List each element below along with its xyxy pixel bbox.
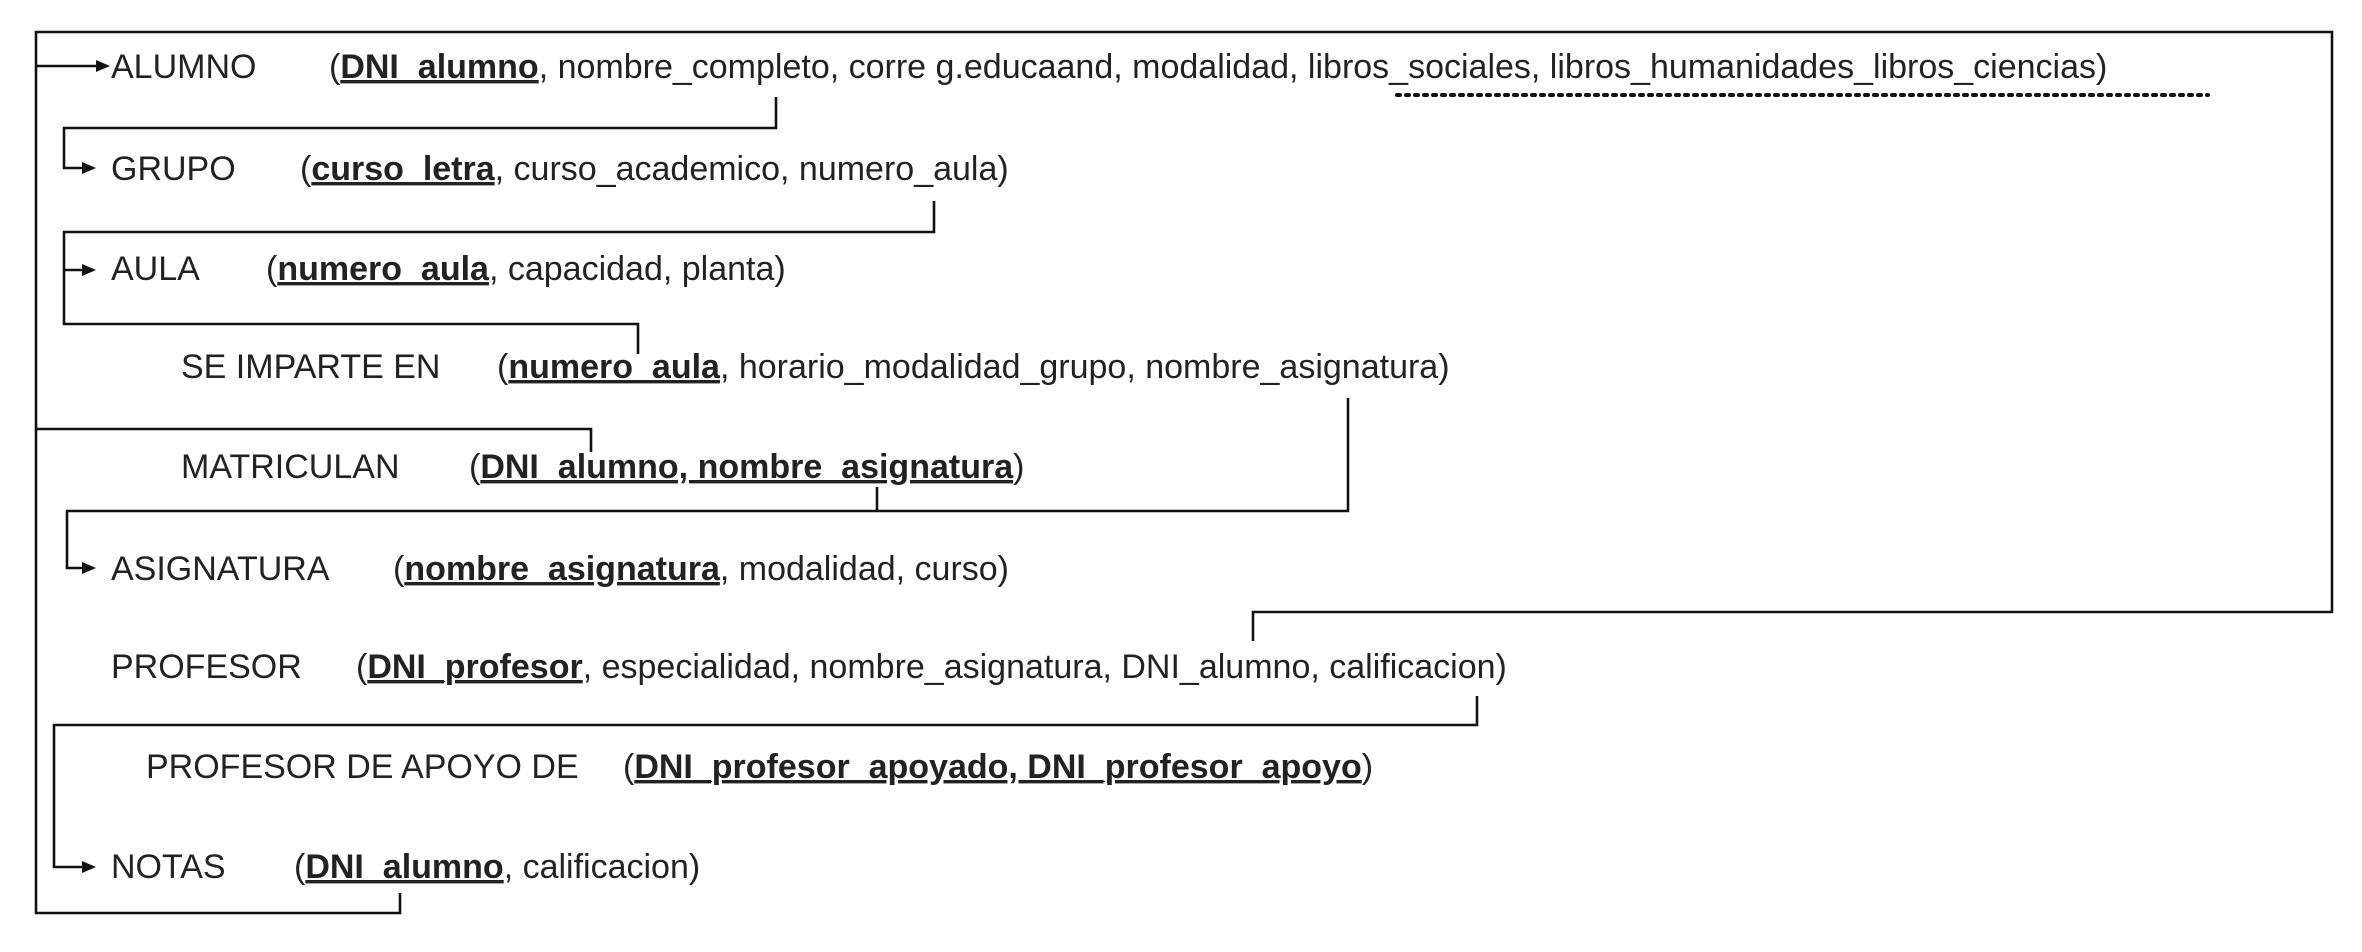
primary-key: DNI_alumno, nombre_asignatura	[480, 448, 1014, 486]
connector-profesor-notas	[52, 696, 1479, 869]
attribute-list-asignatura: (nombre_asignatura, modalidad, curso)	[393, 550, 1009, 588]
attribute-list-matriculan: (DNI_alumno, nombre_asignatura)	[469, 448, 1024, 486]
attribute-list-profesor: (DNI_profesor, especialidad, nombre_asig…	[356, 648, 1507, 686]
close-paren: )	[774, 250, 785, 288]
open-paren: (	[300, 150, 312, 188]
relation-name-asignatura: ASIGNATURA	[111, 550, 330, 588]
primary-key: numero_aula	[508, 348, 721, 386]
close-paren: )	[689, 848, 700, 886]
arrowhead-alumno	[96, 60, 110, 72]
primary-key: curso_letra	[311, 150, 495, 188]
arrowhead-asignatura	[82, 562, 96, 574]
relation-name-se-imparte-en: SE IMPARTE EN	[181, 348, 440, 386]
open-paren: (	[469, 448, 481, 486]
multivalued-attribute: libros_sociales, libros_humanidades_libr…	[1308, 48, 2096, 86]
open-paren: (	[497, 348, 509, 386]
primary-key: numero_aula	[277, 250, 490, 288]
attribute-list-se-imparte-en: (numero_aula, horario_modalidad_grupo, n…	[497, 348, 1450, 386]
connector-profesor-alumno	[34, 30, 2334, 915]
attribute: , curso_academico, numero_aula	[495, 150, 998, 188]
open-paren: (	[266, 250, 278, 288]
primary-key: DNI_alumno	[305, 848, 503, 886]
attribute: , horario_modalidad_grupo, nombre_asigna…	[720, 348, 1438, 386]
primary-key: DNI_alumno	[340, 48, 538, 86]
connector-matriculan-alumno	[36, 427, 593, 452]
open-paren: (	[623, 748, 635, 786]
primary-key: DNI_profesor_apoyado, DNI_profesor_apoyo	[634, 748, 1361, 786]
relation-names: ALUMNO GRUPO AULA SE IMPARTE EN MATRICUL…	[111, 48, 579, 886]
relation-name-profesor-de-apoyo-de: PROFESOR DE APOYO DE	[146, 748, 579, 786]
connectors	[34, 30, 2334, 915]
close-paren: )	[998, 550, 1009, 588]
attribute: , nombre_completo, corre g.educaand, mod…	[539, 48, 1308, 86]
attribute: , modalidad, curso	[720, 550, 998, 588]
close-paren: )	[1013, 448, 1024, 486]
arrowheads	[82, 60, 110, 873]
relation-name-alumno: ALUMNO	[111, 48, 256, 86]
close-paren: )	[1496, 648, 1507, 686]
open-paren: (	[329, 48, 341, 86]
attribute-list-grupo: (curso_letra, curso_academico, numero_au…	[300, 150, 1009, 188]
close-paren: )	[1362, 748, 1373, 786]
open-paren: (	[393, 550, 405, 588]
attribute: , especialidad, nombre_asignatura, DNI_a…	[583, 648, 1496, 686]
attribute: , calificacion	[504, 848, 689, 886]
arrowhead-aula	[82, 264, 96, 276]
primary-key: nombre_asignatura	[404, 550, 721, 588]
connector-asignatura	[65, 398, 1350, 570]
attribute-list-notas: (DNI_alumno, calificacion)	[294, 848, 700, 886]
attribute: , capacidad, planta	[489, 250, 775, 288]
relation-name-aula: AULA	[111, 250, 200, 288]
close-paren: )	[1438, 348, 1449, 386]
attribute-list-aula: (numero_aula, capacidad, planta)	[266, 250, 786, 288]
primary-key: DNI_profesor	[367, 648, 582, 686]
attribute-lists: (DNI_alumno, nombre_completo, corre g.ed…	[266, 48, 2107, 886]
relation-name-grupo: GRUPO	[111, 150, 236, 188]
attribute-list-profesor-de-apoyo-de: (DNI_profesor_apoyado, DNI_profesor_apoy…	[623, 748, 1373, 786]
open-paren: (	[356, 648, 368, 686]
connector-alumno-grupo	[62, 97, 778, 170]
relation-name-matriculan: MATRICULAN	[181, 448, 400, 486]
arrowhead-grupo	[82, 162, 96, 174]
close-paren: )	[2096, 48, 2107, 86]
attribute-list-alumno: (DNI_alumno, nombre_completo, corre g.ed…	[329, 48, 2107, 86]
open-paren: (	[294, 848, 306, 886]
connector-grupo-aula	[62, 201, 936, 354]
arrowhead-notas	[82, 861, 96, 873]
relation-name-notas: NOTAS	[111, 848, 226, 886]
relation-name-profesor: PROFESOR	[111, 648, 302, 686]
close-paren: )	[997, 150, 1008, 188]
